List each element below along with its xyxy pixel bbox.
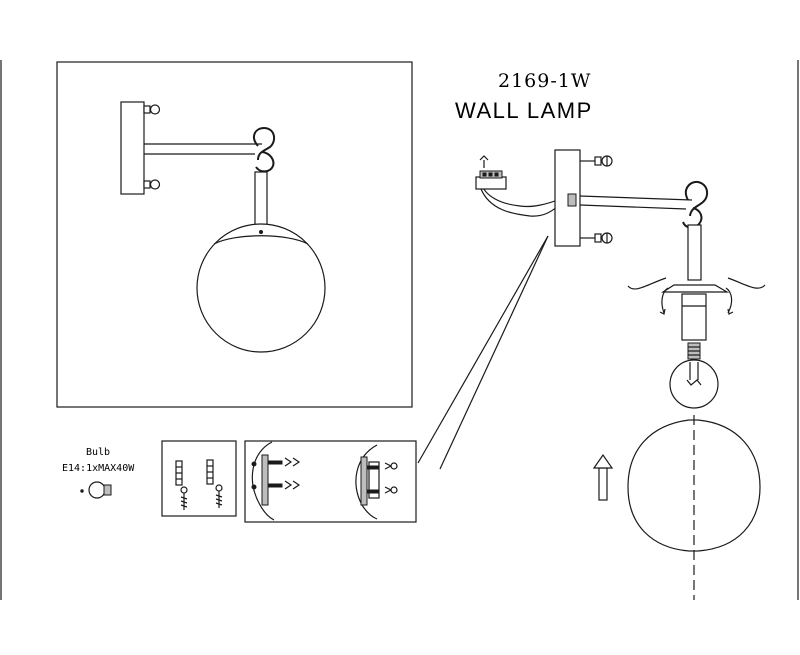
wiring bbox=[480, 182, 561, 208]
mounting-detail-panel bbox=[244, 440, 417, 523]
leader-line-1 bbox=[417, 235, 549, 464]
mounting-step-2 bbox=[355, 444, 398, 520]
bulb-label: Bulb bbox=[86, 447, 110, 458]
overview-panel bbox=[56, 61, 413, 408]
product-title: WALL LAMP bbox=[455, 98, 593, 123]
collar-ring bbox=[660, 284, 730, 293]
bulb-spec-text: E14:1xMAX40W bbox=[62, 463, 135, 474]
mounting-step-1 bbox=[251, 441, 301, 521]
small-bulb-icon bbox=[80, 481, 112, 499]
glass-globe bbox=[627, 419, 690, 552]
hardware-panel bbox=[161, 440, 237, 517]
exploded-hook bbox=[684, 180, 709, 217]
overview-hook bbox=[253, 126, 276, 161]
overview-screw-bottom bbox=[143, 179, 161, 190]
bulb-illustration bbox=[669, 342, 719, 409]
exploded-arm bbox=[579, 195, 693, 201]
lamp-socket bbox=[681, 293, 707, 341]
screw-right bbox=[215, 484, 223, 508]
bulb-spec: Bulb E14:1xMAX40W bbox=[62, 447, 135, 499]
overview-backplate bbox=[120, 101, 145, 195]
wall-anchor-left bbox=[175, 460, 183, 486]
model-number: 2169-1W bbox=[498, 70, 591, 92]
exploded-screw-top bbox=[580, 155, 613, 167]
leader-line-2 bbox=[439, 235, 549, 470]
exploded-screw-bottom bbox=[580, 232, 613, 244]
detail-frame bbox=[244, 440, 417, 523]
overview-stem bbox=[254, 171, 268, 231]
hardware-frame bbox=[161, 440, 237, 517]
overview-globe bbox=[196, 223, 326, 353]
wall-anchor-right bbox=[206, 459, 214, 485]
arm-connector bbox=[567, 193, 577, 207]
up-arrow bbox=[592, 453, 614, 501]
overview-frame bbox=[56, 61, 413, 408]
terminal-block bbox=[475, 176, 507, 190]
exploded-view bbox=[475, 149, 766, 600]
exploded-stem bbox=[687, 224, 702, 281]
screw-left bbox=[180, 486, 188, 510]
overview-screw-top bbox=[143, 104, 161, 115]
